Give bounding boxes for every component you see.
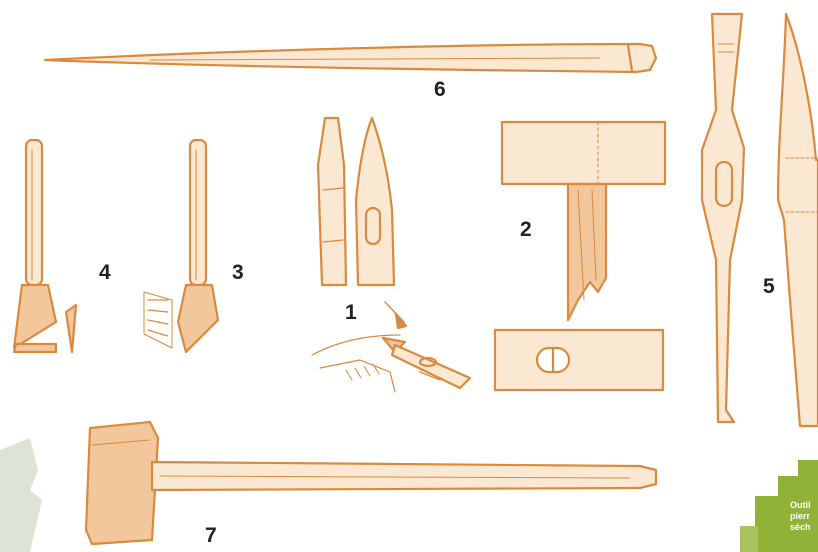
tool-5-pick (702, 14, 818, 426)
tool-7-mallet (86, 422, 656, 544)
tool-1-pick (312, 118, 470, 392)
label-1: 1 (345, 302, 357, 323)
tool-4-chisel (14, 140, 76, 352)
badge-text: Outil pierr sèch (790, 500, 818, 533)
label-4: 4 (99, 262, 111, 283)
tool-2-hammer (495, 122, 665, 390)
label-6: 6 (434, 79, 446, 100)
label-7: 7 (205, 525, 217, 546)
label-2: 2 (520, 219, 532, 240)
tool-3-chisel (144, 140, 218, 352)
label-5: 5 (763, 276, 775, 297)
tool-6-bar (45, 44, 656, 72)
watermark-shape (0, 438, 42, 552)
label-3: 3 (232, 262, 244, 283)
